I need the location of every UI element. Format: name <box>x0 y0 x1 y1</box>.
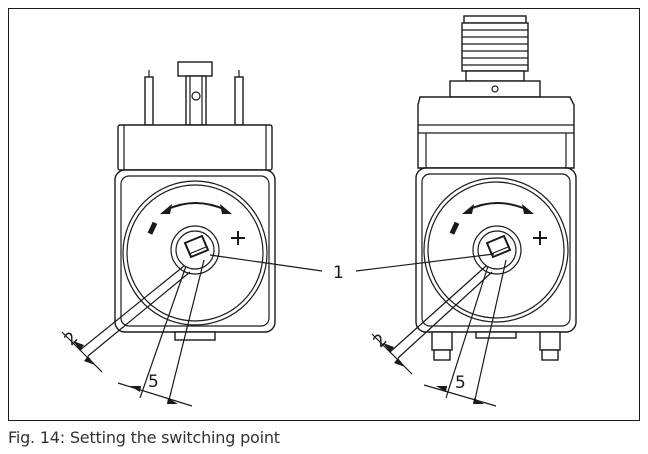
left-rotation-arrow-icon <box>165 202 227 211</box>
right-minus-sign-icon <box>449 221 460 235</box>
left-minus-sign-icon <box>147 221 158 235</box>
left-pressure-switch: 2 5 <box>61 61 276 407</box>
left-connector-pins <box>144 61 244 126</box>
left-connector-housing <box>117 124 273 171</box>
right-threaded-connector <box>449 15 541 98</box>
right-upper-housing <box>417 96 575 169</box>
left-dimension-5 <box>117 259 205 407</box>
figure-caption: Fig. 14: Setting the switching point <box>8 428 280 447</box>
right-mounting-feet <box>431 331 561 361</box>
callout-leaders <box>209 253 495 272</box>
right-dimension-2 <box>371 265 493 375</box>
left-dimension-2 <box>61 265 191 373</box>
right-plus-sign-icon <box>533 231 547 245</box>
right-dim-5-label: 5 <box>455 373 466 393</box>
left-plus-sign-icon <box>231 231 245 245</box>
right-pressure-switch: 2 5 <box>370 15 577 407</box>
right-rotation-arrow-icon <box>467 202 529 211</box>
right-dimension-5 <box>423 259 507 407</box>
left-dim-5-label: 5 <box>148 372 159 392</box>
callout-number: 1 <box>333 263 344 283</box>
right-adjusting-screw <box>472 225 522 275</box>
left-adjusting-screw <box>170 225 220 275</box>
